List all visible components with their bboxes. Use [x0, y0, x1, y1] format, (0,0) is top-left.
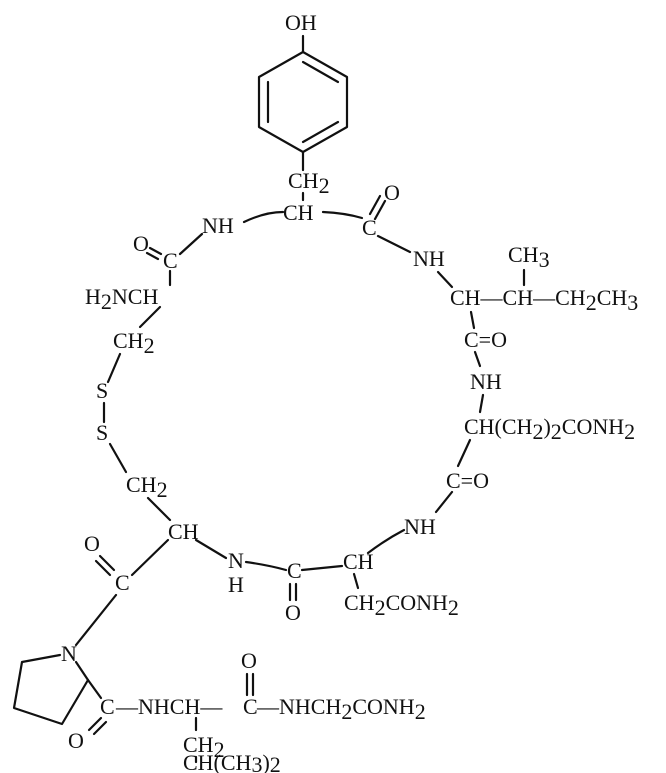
- sulfur-atom-1: S: [96, 378, 108, 403]
- asn-ch-label: CH: [343, 549, 374, 574]
- cys1-c-nh-bond: [178, 232, 204, 256]
- tyr-co-double-2: [368, 194, 382, 216]
- cys1-carbonyl-o: O: [133, 231, 149, 256]
- gln-nh-label: NH: [470, 369, 502, 394]
- ring-inner-bond-1: [301, 60, 340, 84]
- pro-amide-double-1: [87, 716, 103, 732]
- cys1-co-double-1: [148, 246, 163, 256]
- leu-carbonyl-o: O: [241, 648, 257, 673]
- cys6-ch-pro-co-bond: [130, 538, 170, 577]
- cys1-ch2-label: CH2: [113, 328, 155, 358]
- pro-amide-c: C: [100, 694, 115, 719]
- gln-ch-co-bond: [456, 438, 472, 468]
- gln-co-asn-nh-bond: [434, 490, 454, 514]
- leu-isopropyl-label: CH(CH3)2: [183, 750, 281, 773]
- asn-carbonyl-c: C: [287, 558, 302, 583]
- ile-side-chain: CH—CH—CH2CH3: [450, 285, 638, 315]
- cysteine-6-residue: CH2 CH N H: [126, 472, 288, 597]
- pro-carbonyl-o: O: [84, 531, 100, 556]
- tyr-carbonyl-o: O: [384, 180, 400, 205]
- glycinamide-label: —NHCH2CONH2: [256, 694, 426, 724]
- cys6-ch2-ch-bond: [146, 496, 172, 522]
- cys6-h-label: H: [228, 572, 244, 597]
- pro-carbonyl-c: C: [115, 570, 130, 595]
- leu-carbonyl-c: C: [243, 694, 258, 719]
- ile-nh-ch-bond: [436, 270, 454, 289]
- tyr-carbonyl-c: C: [362, 215, 377, 240]
- ile-carbonyl: C=O: [464, 327, 507, 352]
- pro-ring-c-bond: [86, 678, 103, 700]
- tyr-nh-label: NH: [202, 213, 234, 238]
- proline-residue: O C N C O: [12, 531, 130, 753]
- tyr-ch2-label: CH2: [288, 168, 330, 198]
- cys1-amine-label: H2NCH: [85, 284, 158, 314]
- cys1-ch-ch2-bond: [138, 305, 162, 329]
- pro-co-double-1: [98, 554, 116, 572]
- asn-nh-label: NH: [404, 514, 436, 539]
- leu-nh-ch-label: —NHCH—: [115, 694, 223, 719]
- cys6-ch-nh-bond: [194, 538, 228, 560]
- cys6-ch-label: CH: [168, 519, 199, 544]
- tyr-ch-label: CH: [283, 200, 314, 225]
- pro-co-double-2: [94, 559, 112, 577]
- asn-nh-ch-bond: [366, 528, 406, 555]
- tyrosine-residue: CH2 CH NH C O: [202, 168, 400, 240]
- hydroxyl-label: OH: [285, 10, 317, 35]
- gln-side-chain: CH(CH2)2CONH2: [464, 414, 635, 444]
- pro-amide-o: O: [68, 728, 84, 753]
- asn-carbonyl-o: O: [285, 600, 301, 625]
- cys6-n-asn-c-bond: [244, 560, 288, 572]
- tyr-c-ile-nh-bond: [376, 234, 412, 254]
- sulfur-atom-2: S: [96, 420, 108, 445]
- cys1-co-double-2: [145, 251, 160, 261]
- pro-nitrogen: N: [61, 641, 77, 666]
- disulfide-bridge: S S: [96, 352, 128, 474]
- asn-ch-ch2-bond: [352, 572, 360, 590]
- asparagine-residue: NH CH CH2CONH2 C O: [285, 490, 459, 625]
- gln-nh-ch-bond: [478, 393, 485, 414]
- asn-ch-co-bond: [300, 564, 344, 572]
- s-ch2-bond-2: [108, 442, 128, 474]
- pro-amide-double-2: [92, 720, 108, 736]
- cys6-n-label: N: [228, 548, 244, 573]
- ile-methyl-label: CH3: [508, 242, 550, 272]
- isoleucine-residue: NH CH3 CH—CH—CH2CH3 C=O: [376, 234, 638, 352]
- ile-co-gln-nh-bond: [473, 350, 482, 368]
- tyr-ch-co-bond: [321, 210, 364, 220]
- tyr-co-double-1: [373, 199, 387, 221]
- cys1-carbonyl-c: C: [163, 248, 178, 273]
- phenol-ring: OH: [257, 10, 349, 172]
- ch2-s-bond-1: [106, 352, 122, 384]
- ile-nh-label: NH: [413, 246, 445, 271]
- pro-c-n-bond: [74, 593, 118, 647]
- pyrrolidine-ring: [12, 653, 90, 726]
- ring-inner-bond-2: [301, 120, 340, 144]
- leu-ch2-label: CH2: [183, 732, 225, 762]
- cys6-ch2-label: CH2: [126, 472, 168, 502]
- tyr-nh-ch-bond: [242, 210, 285, 224]
- c-terminal-tail: —NHCH— C O —NHCH2CONH2 CH2 CH(CH3)2: [115, 648, 426, 773]
- gln-carbonyl: C=O: [446, 468, 489, 493]
- asn-side-chain: CH2CONH2: [344, 590, 459, 620]
- cysteine-1-residue: O C H2NCH CH2: [85, 231, 204, 358]
- ile-ch-co-bond: [469, 310, 476, 330]
- benzene-ring: [257, 50, 349, 154]
- glutamine-residue: NH CH(CH2)2CONH2 C=O: [446, 350, 635, 493]
